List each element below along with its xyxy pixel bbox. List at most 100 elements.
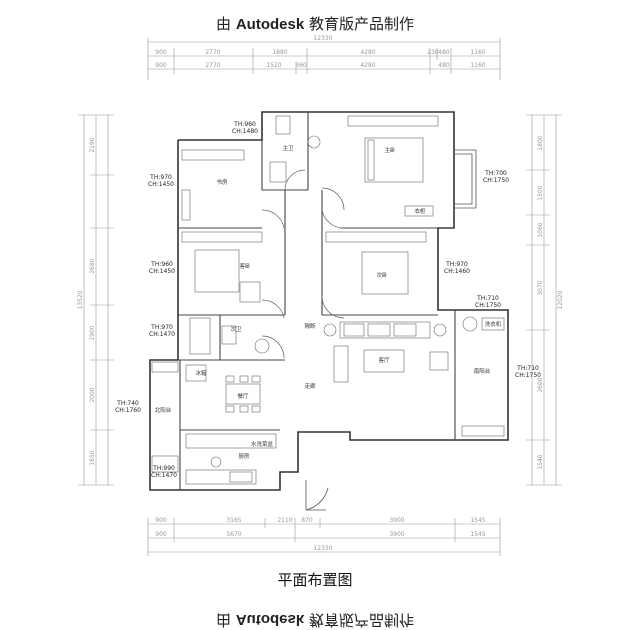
dim-right-0: 1800 <box>537 135 544 150</box>
dim-right-2: 1060 <box>537 222 544 237</box>
room-label-canting: 餐厅 <box>237 392 249 400</box>
dim-bot-r1-1: 3165 <box>226 517 241 524</box>
window-th-1: TH:960 <box>233 121 256 128</box>
furniture <box>151 115 505 485</box>
room-label-keting: 客厅 <box>378 356 390 364</box>
dim-right-3: 3070 <box>537 280 544 295</box>
dimensions-top-labels: 12330 900 2770 1880 4280 230 480 1160 90… <box>155 35 486 69</box>
room-label-yigui: 衣柜 <box>414 207 426 215</box>
dim-bot-r1-2: 2110 <box>277 517 292 524</box>
dimensions-bottom-labels: 900 3165 2110 870 3900 1545 900 5670 390… <box>155 517 486 552</box>
interior-walls <box>178 112 456 490</box>
dim-left-1: 2680 <box>89 258 96 273</box>
exterior-walls <box>149 111 509 491</box>
dim-top-r1-6: 1160 <box>470 49 485 56</box>
room-label-zhuwei: 主卫 <box>282 144 294 152</box>
window-ch-1: CH:1480 <box>232 128 258 135</box>
dim-right-5: 1540 <box>537 454 544 469</box>
window-ch-6: CH:1750 <box>475 302 501 309</box>
dim-left-total: 13520 <box>77 290 84 309</box>
room-labels: 主卫 主卧 书房 客卧 次卧 次卫 隔断 客厅 走廊 餐厅 冰箱 北阳台 厨房 … <box>155 144 502 460</box>
watermark-bottom-mirrored: 由 Autodesk 教育版产品制作 <box>0 611 630 629</box>
plan-title: 平面布置图 <box>277 571 353 589</box>
dim-top-r1-2: 1880 <box>272 49 287 56</box>
dim-bot-r1-3: 870 <box>301 517 313 524</box>
window-ch-7: CH:1470 <box>149 331 175 338</box>
dim-bot-r1-5: 1545 <box>470 517 485 524</box>
watermark-brand: Autodesk <box>235 16 305 33</box>
room-label-kewo: 客卧 <box>239 262 251 270</box>
dim-top-r2-0: 900 <box>155 62 167 69</box>
watermark-suffix: 教育版产品制作 <box>304 15 414 33</box>
dimensions-left-labels: 13520 2190 2680 1900 2000 1650 <box>77 137 96 465</box>
dim-left-4: 1650 <box>89 450 96 465</box>
dim-top-r1-0: 900 <box>155 49 167 56</box>
dim-top-r2-5: 480 <box>438 62 450 69</box>
dim-top-r1-5: 480 <box>438 49 450 56</box>
window-th-3: TH:700 <box>484 170 507 177</box>
dim-bot-r2-0: 900 <box>155 531 167 538</box>
room-label-shufang: 书房 <box>216 178 228 186</box>
dim-bot-r2-3: 1545 <box>470 531 485 538</box>
watermark-bottom-suffix: 教育版产品制作 <box>304 611 414 629</box>
dim-bot-r1-0: 900 <box>155 517 167 524</box>
window-th-2: TH:970 <box>149 174 172 181</box>
dim-bot-r2-1: 5670 <box>226 531 241 538</box>
dimensions-top <box>147 38 501 80</box>
watermark-bottom-brand: Autodesk <box>235 611 305 628</box>
bay-window-master <box>454 149 477 209</box>
dim-top-r2-2: 1520 <box>266 62 281 69</box>
dim-top-r2-6: 1160 <box>470 62 485 69</box>
window-ch-2: CH:1450 <box>148 181 174 188</box>
window-th-7: TH:970 <box>150 324 173 331</box>
window-ch-8: CH:1750 <box>515 372 541 379</box>
room-label-zhuwo: 主卧 <box>384 146 396 154</box>
dim-right-total: 12020 <box>557 290 564 309</box>
room-label-xiyiji: 洗衣机 <box>485 320 502 328</box>
room-label-nanyangtai: 南阳台 <box>474 367 491 375</box>
room-label-zoulang: 走廊 <box>304 382 316 390</box>
dim-top-total: 12330 <box>313 35 332 42</box>
window-th-9: TH:740 <box>116 400 139 407</box>
room-label-beiyangtai: 北阳台 <box>155 406 172 414</box>
dim-right-1: 1500 <box>537 185 544 200</box>
dimensions-right-labels: 12020 1800 1500 1060 3070 2600 1540 <box>537 135 564 469</box>
window-ch-4: CH:1450 <box>149 268 175 275</box>
dim-right-4: 2600 <box>537 377 544 392</box>
watermark-bottom-prefix: 由 <box>216 611 236 629</box>
window-ch-9: CH:1760 <box>115 407 141 414</box>
dim-left-2: 1900 <box>89 325 96 340</box>
dim-left-3: 2000 <box>89 387 96 402</box>
room-label-gefang: 隔断 <box>304 322 316 330</box>
window-ch-10: CH:1470 <box>151 472 177 479</box>
dimensions-right <box>526 114 562 486</box>
door-swings <box>261 169 345 359</box>
dim-left-0: 2190 <box>89 137 96 152</box>
room-label-bingxiang: 冰箱 <box>195 369 207 377</box>
watermark-prefix: 由 <box>216 15 236 33</box>
dim-top-r2-3: 360 <box>295 62 307 69</box>
dim-top-r1-4: 230 <box>427 49 439 56</box>
room-label-ciwo: 次卧 <box>376 271 388 279</box>
entry-door <box>305 480 329 511</box>
dim-bot-total: 12330 <box>313 545 332 552</box>
room-label-ciwei: 次卫 <box>230 325 242 333</box>
dimensions-left <box>78 114 114 486</box>
dimensions-bottom <box>147 518 501 556</box>
window-th-4: TH:960 <box>150 261 173 268</box>
window-ch-5: CH:1460 <box>444 268 470 275</box>
dim-top-r2-1: 2770 <box>205 62 220 69</box>
window-ch-3: CH:1750 <box>483 177 509 184</box>
room-label-shuicao: 水洗菜盆 <box>251 440 274 448</box>
window-th-6: TH:710 <box>476 295 499 302</box>
dim-top-r2-4: 4280 <box>360 62 375 69</box>
dim-bot-r2-2: 3900 <box>389 531 404 538</box>
window-th-8: TH:710 <box>516 365 539 372</box>
watermark-top: 由 Autodesk 教育版产品制作 <box>0 15 630 33</box>
room-label-chufang: 厨房 <box>238 452 250 460</box>
dim-top-r1-1: 2770 <box>205 49 220 56</box>
window-th-5: TH:970 <box>445 261 468 268</box>
dim-bot-r1-4: 3900 <box>389 517 404 524</box>
window-heights: TH:960 CH:1480 TH:970 CH:1450 TH:700 CH:… <box>115 121 541 479</box>
